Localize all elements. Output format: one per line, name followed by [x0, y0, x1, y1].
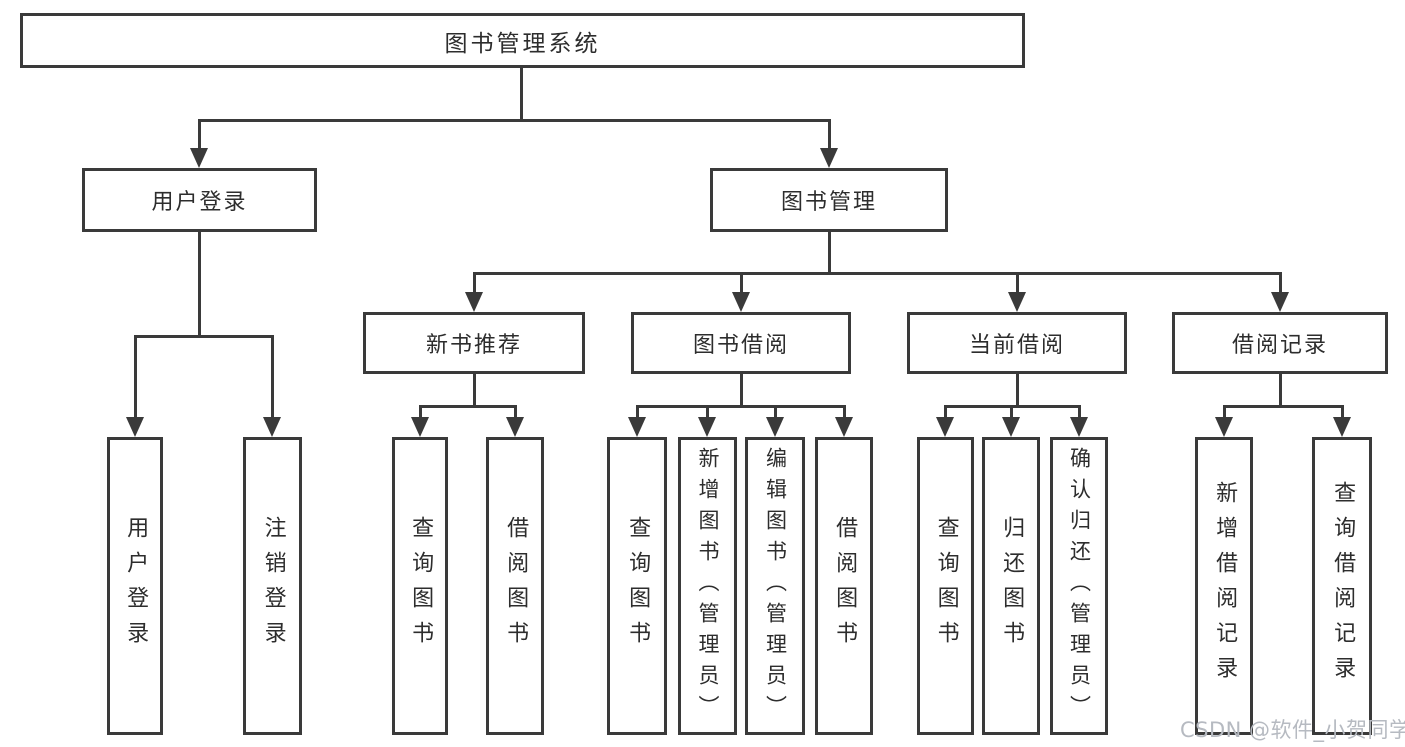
node-label: 图书管理: [780, 190, 877, 215]
node-add-books-admin: 新增图书（管理员）: [678, 437, 737, 735]
node-book-borrowing: 图书借阅: [631, 312, 851, 374]
connector-line: [473, 372, 476, 405]
connector-line: [828, 119, 831, 151]
connector-line: [944, 405, 947, 419]
connector-line: [1016, 272, 1019, 294]
node-book-management-module: 图书管理: [710, 168, 948, 232]
node-return-books: 归还图书: [982, 437, 1040, 735]
connector-line: [774, 405, 777, 419]
connector-line: [636, 405, 845, 408]
node-label: 借阅图书: [832, 516, 858, 656]
connector-line: [1279, 272, 1282, 294]
arrow-down-icon: [263, 417, 281, 437]
arrow-down-icon: [126, 417, 144, 437]
node-label: 借阅记录: [1231, 333, 1328, 358]
arrow-down-icon: [698, 417, 716, 437]
node-label: 查询图书: [933, 516, 959, 656]
node-label: 新书推荐: [425, 333, 522, 358]
connector-line: [271, 335, 274, 419]
node-label: 图书借阅: [692, 333, 789, 358]
node-add-borrow-record: 新增借阅记录: [1195, 437, 1253, 735]
connector-line: [419, 405, 516, 408]
arrow-down-icon: [506, 417, 524, 437]
node-current-borrowing: 当前借阅: [907, 312, 1127, 374]
connector-line: [520, 66, 523, 119]
node-library-management-system: 图书管理系统: [20, 13, 1025, 68]
connector-line: [1078, 405, 1081, 419]
connector-line: [843, 405, 846, 419]
connector-line: [828, 230, 831, 272]
arrow-down-icon: [766, 417, 784, 437]
arrow-down-icon: [835, 417, 853, 437]
connector-line: [134, 335, 274, 338]
connector-line: [1016, 372, 1019, 405]
node-label: 确认归还（管理员）: [1067, 446, 1092, 726]
connector-line: [514, 405, 517, 419]
arrow-down-icon: [936, 417, 954, 437]
node-borrow-books-recommend: 借阅图书: [486, 437, 544, 735]
arrow-down-icon: [1002, 417, 1020, 437]
connector-line: [134, 335, 137, 419]
connector-line: [198, 119, 201, 151]
arrow-down-icon: [1333, 417, 1351, 437]
node-label: 编辑图书（管理员）: [763, 446, 788, 726]
node-logout-action: 注销登录: [243, 437, 302, 735]
connector-line: [706, 405, 709, 419]
node-new-book-recommendation: 新书推荐: [363, 312, 585, 374]
node-label: 用户登录: [123, 516, 149, 656]
node-user-login-module: 用户登录: [82, 168, 317, 232]
node-edit-books-admin: 编辑图书（管理员）: [745, 437, 805, 735]
node-label: 图书管理系统: [444, 30, 601, 57]
connector-line: [1223, 405, 1344, 408]
node-confirm-return-admin: 确认归还（管理员）: [1050, 437, 1108, 735]
node-borrowing-records: 借阅记录: [1172, 312, 1388, 374]
arrow-down-icon: [465, 292, 483, 312]
connector-line: [1341, 405, 1344, 419]
node-label: 用户登录: [151, 190, 248, 215]
node-label: 查询图书: [625, 516, 651, 656]
node-label: 注销登录: [260, 516, 286, 656]
arrow-down-icon: [1271, 292, 1289, 312]
arrow-down-icon: [190, 148, 208, 168]
arrow-down-icon: [628, 417, 646, 437]
node-label: 当前借阅: [968, 333, 1065, 358]
node-label: 借阅图书: [503, 516, 529, 656]
arrow-down-icon: [1070, 417, 1088, 437]
node-label: 查询借阅记录: [1330, 481, 1356, 691]
node-label: 新增借阅记录: [1212, 481, 1238, 691]
connector-line: [198, 119, 831, 122]
node-query-books-current: 查询图书: [917, 437, 974, 735]
arrow-down-icon: [820, 148, 838, 168]
node-query-books-borrow: 查询图书: [607, 437, 667, 735]
connector-line: [419, 405, 422, 419]
node-borrow-books: 借阅图书: [815, 437, 873, 735]
connector-line: [740, 272, 743, 294]
csdn-watermark: CSDN @软件_小贺同学: [1180, 718, 1405, 742]
connector-line: [198, 230, 201, 335]
node-label: 新增图书（管理员）: [696, 446, 721, 726]
node-label: 归还图书: [999, 516, 1025, 656]
connector-line: [1279, 372, 1282, 405]
arrow-down-icon: [732, 292, 750, 312]
arrow-down-icon: [1008, 292, 1026, 312]
node-user-login-action: 用户登录: [107, 437, 163, 735]
node-label: 查询图书: [408, 516, 434, 656]
connector-line: [1010, 405, 1013, 419]
connector-line: [473, 272, 476, 294]
connector-line: [473, 272, 1281, 275]
connector-line: [636, 405, 639, 419]
node-query-borrow-record: 查询借阅记录: [1312, 437, 1372, 735]
node-query-books-recommend: 查询图书: [392, 437, 448, 735]
arrow-down-icon: [1215, 417, 1233, 437]
connector-line: [740, 372, 743, 405]
arrow-down-icon: [411, 417, 429, 437]
connector-line: [1223, 405, 1226, 419]
